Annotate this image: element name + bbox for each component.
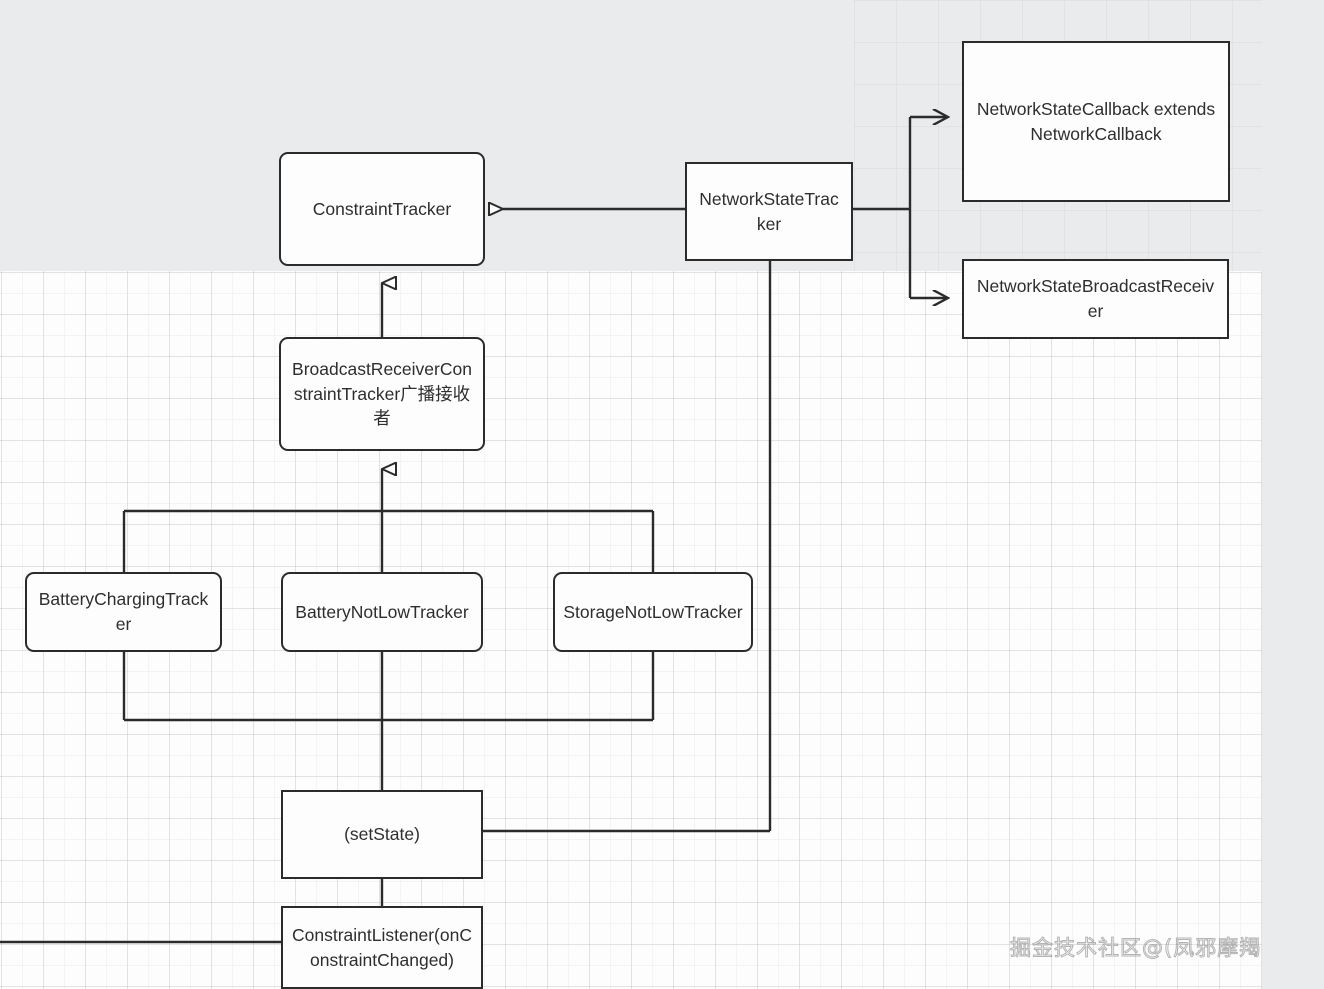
node-constraint-listener[interactable]: ConstraintListener(onConstraintChanged) [281,906,483,989]
node-set-state[interactable]: (setState) [281,790,483,879]
node-network-state-tracker[interactable]: NetworkStateTracker [685,162,853,261]
watermark: 掘金技术社区@(凤邪摩羯 [1009,936,1262,961]
node-battery-not-low-tracker[interactable]: BatteryNotLowTracker [281,572,483,652]
node-network-state-broadcast-receiver[interactable]: NetworkStateBroadcastReceiver [962,259,1229,339]
node-network-state-callback[interactable]: NetworkStateCallback extends NetworkCall… [962,41,1230,202]
node-storage-not-low-tracker[interactable]: StorageNotLowTracker [553,572,753,652]
node-constraint-tracker[interactable]: ConstraintTracker [279,152,485,266]
node-broadcast-receiver-constraint-tracker[interactable]: BroadcastReceiverConstraintTracker广播接收者 [279,337,485,451]
node-battery-charging-tracker[interactable]: BatteryChargingTracker [25,572,222,652]
